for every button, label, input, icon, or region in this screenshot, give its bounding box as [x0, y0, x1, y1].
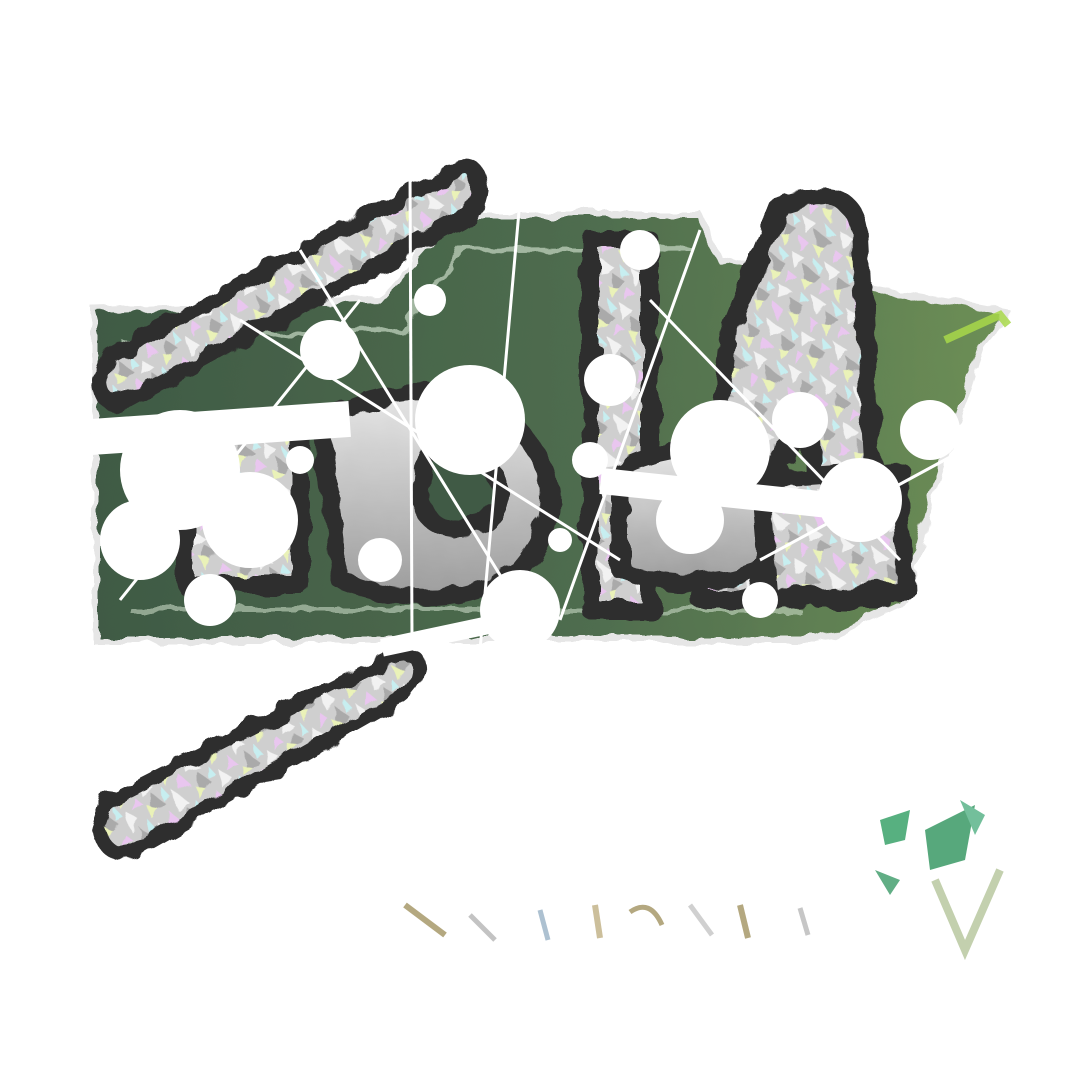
distressed-letterform-icon [176, 187, 914, 619]
bat-stripe-icon [93, 646, 426, 860]
splatter-icon [403, 310, 1012, 961]
bat-stripe-icon [92, 159, 488, 411]
